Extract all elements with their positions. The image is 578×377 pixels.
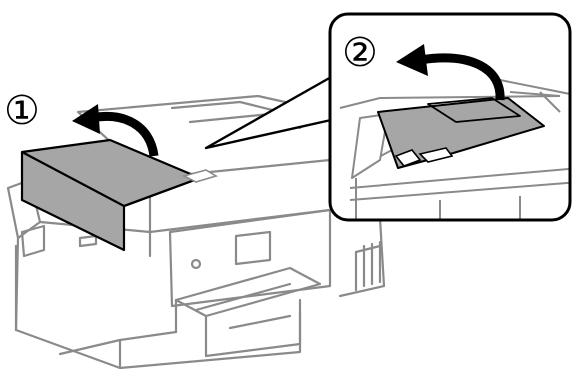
step-1-number: ①: [4, 88, 40, 134]
printer-illustration: [8, 96, 384, 368]
adf-cover: [22, 140, 200, 250]
zoom-wedge: [206, 72, 340, 148]
step-2-number: ②: [342, 30, 378, 76]
